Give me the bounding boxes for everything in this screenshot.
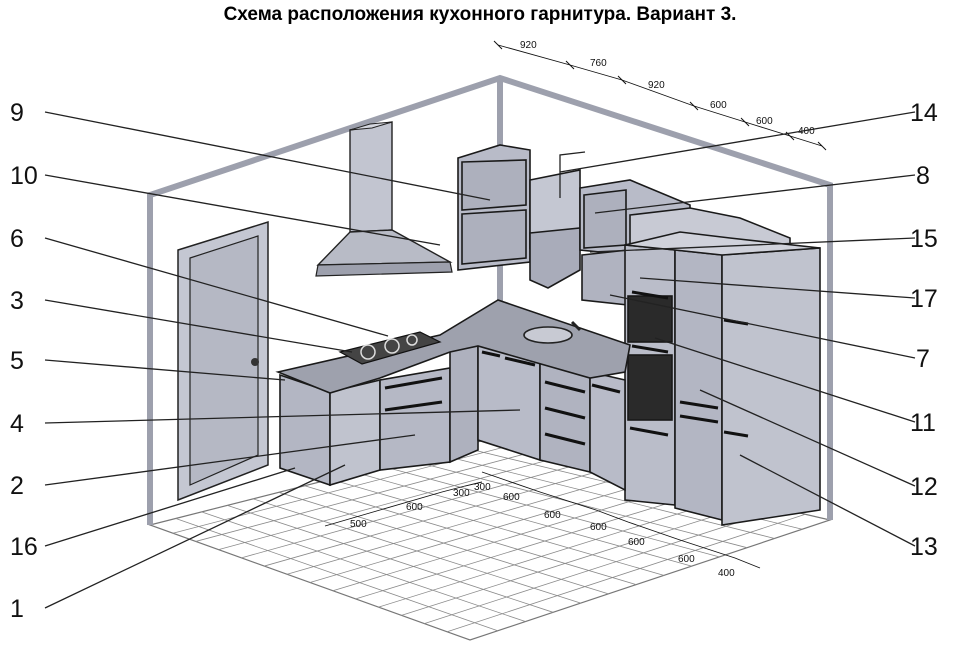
leader-lines <box>44 111 916 609</box>
floor-grid-line <box>195 451 535 542</box>
floor-dimension-label: 300 <box>453 488 470 499</box>
floor-grid-line <box>309 479 658 583</box>
callout-labels-left: 9 10 6 3 5 4 2 16 1 <box>10 99 38 623</box>
callout-number: 2 <box>10 472 24 500</box>
dimension-tick <box>493 40 503 50</box>
callout-number: 7 <box>916 345 930 373</box>
sink <box>523 320 582 344</box>
burner-icon <box>360 344 376 360</box>
dimension-tick <box>565 60 575 70</box>
microwave-oven <box>627 295 673 343</box>
dimension-tick <box>817 141 827 151</box>
callout-number: 12 <box>910 473 938 501</box>
floor-grid-line <box>218 456 560 551</box>
floor-dimension-label: 600 <box>590 522 607 533</box>
hob <box>338 331 442 365</box>
callout-number: 10 <box>10 162 38 190</box>
callout-number: 16 <box>10 533 38 561</box>
extractor-hood <box>315 121 453 277</box>
diagram-title: Схема расположения кухонного гарнитура. … <box>223 4 737 25</box>
callout-number: 9 <box>10 99 24 127</box>
callout-number: 17 <box>910 285 938 313</box>
floor-dimension-label: 600 <box>503 492 520 503</box>
floor-grid-line <box>401 502 757 616</box>
dimension-tick <box>689 101 699 111</box>
callout-number: 3 <box>10 287 24 315</box>
floor-dimension-label: 600 <box>406 502 423 513</box>
callout-number: 1 <box>10 595 24 623</box>
callout-number: 14 <box>910 99 938 127</box>
floor-grid-line <box>424 508 781 624</box>
top-dimension-label: 760 <box>590 58 607 69</box>
floor-dimension-label: 500 <box>350 519 367 530</box>
top-dimension-label: 920 <box>520 40 537 51</box>
callout-number: 15 <box>910 225 938 253</box>
callout-number: 8 <box>916 162 930 190</box>
floor-grid-line <box>264 468 609 567</box>
top-dimension-label: 920 <box>648 80 665 91</box>
floor-dimension-label: 300 <box>474 482 491 493</box>
floor-grid-line <box>287 473 633 575</box>
door-handle-icon <box>251 358 259 366</box>
callout-labels-right: 14 8 15 17 7 11 12 13 <box>910 99 938 561</box>
callout-number: 6 <box>10 225 24 253</box>
burner-icon <box>384 338 400 354</box>
floor-dimension-label: 600 <box>628 537 645 548</box>
floor-dimension-lines: 500 600 300 300 600 600 600 600 600 400 <box>324 471 761 579</box>
door <box>177 220 269 502</box>
floor-grid-line <box>378 496 732 608</box>
floor-dimension-label: 600 <box>678 554 695 565</box>
floor-dimension-label: 600 <box>544 510 561 521</box>
top-dimension-label: 600 <box>710 100 727 111</box>
floor-dimension-label: 400 <box>718 568 735 579</box>
callout-number: 4 <box>10 410 24 438</box>
callout-number: 13 <box>910 533 938 561</box>
floor-grid-line <box>447 513 806 633</box>
floor-grid-line <box>355 491 707 600</box>
callout-number: 11 <box>910 409 936 437</box>
faucet-icon <box>570 320 582 332</box>
tall-units <box>624 231 821 526</box>
floor-grid-line <box>332 485 683 592</box>
callout-number: 5 <box>10 347 24 375</box>
burner-icon <box>406 334 418 346</box>
top-dimension-line: 920 760 920 600 600 400 <box>493 40 827 151</box>
dimension-tick <box>740 117 750 127</box>
top-dimension-label: 600 <box>756 116 773 127</box>
floor-grid-line <box>241 462 584 559</box>
base-cabinets <box>275 299 631 492</box>
built-in-oven <box>627 354 673 421</box>
top-dimension-label: 400 <box>798 126 815 137</box>
dimension-tick <box>617 75 627 85</box>
